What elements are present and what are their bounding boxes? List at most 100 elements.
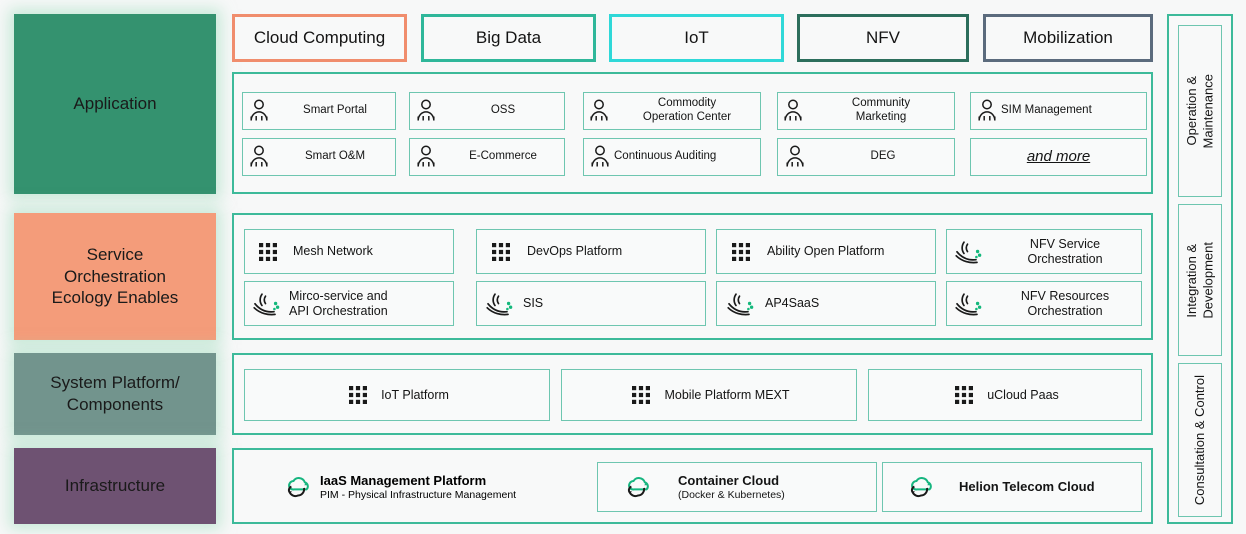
layer-block-service[interactable]: Service Orchestration Ecology Enables bbox=[14, 213, 216, 340]
wave-nodes-icon bbox=[947, 291, 989, 317]
infrastructure-items-panel: IaaS Management Platform PIM - Physical … bbox=[232, 448, 1153, 524]
category-box-cloud-computing[interactable]: Cloud Computing bbox=[232, 14, 407, 62]
rail-box-operation-maintenance[interactable]: Operation & Maintenance bbox=[1178, 25, 1222, 197]
app-card-continuous-auditing[interactable]: Continuous Auditing bbox=[583, 138, 761, 176]
app-card-label: OSS bbox=[490, 104, 516, 117]
person-icon bbox=[243, 145, 275, 169]
system-card-label: IoT Platform bbox=[381, 387, 449, 402]
infra-card-title: Container Cloud bbox=[678, 472, 780, 488]
app-card-and-more[interactable]: and more bbox=[970, 138, 1147, 176]
layer-block-infrastructure[interactable]: Infrastructure bbox=[14, 448, 216, 524]
service-card-label: Ability Open Platform bbox=[767, 244, 885, 259]
app-card-label: SIM Management bbox=[1001, 104, 1092, 117]
rail-label-consultation-control: Consultation & Control bbox=[1191, 374, 1207, 506]
rail-label-integration-development: Integration & Development bbox=[1183, 241, 1215, 319]
app-card-label: DEG bbox=[870, 150, 896, 163]
app-card-label: Smart Portal bbox=[303, 104, 367, 117]
wave-nodes-icon bbox=[245, 291, 287, 317]
infra-card-container-cloud[interactable]: Container Cloud (Docker & Kubernetes) bbox=[597, 462, 877, 512]
service-card-label: NFV Resources Orchestration bbox=[1020, 288, 1110, 318]
grid-dots-icon bbox=[717, 242, 765, 262]
system-card-label: uCloud Paas bbox=[987, 387, 1059, 402]
service-card-devops-platform[interactable]: DevOps Platform bbox=[476, 229, 706, 274]
person-icon bbox=[584, 99, 614, 123]
person-icon bbox=[778, 145, 812, 169]
category-label-nfv: NFV bbox=[866, 28, 900, 47]
category-box-nfv[interactable]: NFV bbox=[797, 14, 969, 62]
cloud-refresh-icon bbox=[598, 474, 676, 500]
service-items-panel: Mesh Network DevOps Platform bbox=[232, 213, 1153, 340]
grid-dots-icon bbox=[949, 385, 979, 405]
person-icon bbox=[975, 99, 999, 123]
grid-dots-icon bbox=[343, 385, 373, 405]
service-card-label: AP4SaaS bbox=[765, 296, 820, 311]
service-card-sis[interactable]: SIS bbox=[476, 281, 706, 326]
category-label-mobilization: Mobilization bbox=[1023, 28, 1113, 47]
cloud-refresh-icon bbox=[274, 474, 320, 500]
service-card-ap4saas[interactable]: AP4SaaS bbox=[716, 281, 936, 326]
infra-card-helion-telecom-cloud[interactable]: Helion Telecom Cloud bbox=[882, 462, 1142, 512]
layer-label-infrastructure: Infrastructure bbox=[64, 476, 166, 496]
wave-nodes-icon bbox=[717, 291, 763, 317]
app-card-deg[interactable]: DEG bbox=[777, 138, 955, 176]
infra-card-subtitle: (Docker & Kubernetes) bbox=[678, 488, 785, 501]
app-card-label: Continuous Auditing bbox=[614, 150, 717, 163]
wave-nodes-icon bbox=[477, 291, 521, 317]
system-card-mobile-platform-mext[interactable]: Mobile Platform MEXT bbox=[561, 369, 857, 421]
person-icon bbox=[243, 99, 275, 123]
layer-label-service: Service Orchestration Ecology Enables bbox=[51, 244, 179, 308]
application-items-panel: Smart Portal OSS bbox=[232, 72, 1153, 194]
category-box-mobilization[interactable]: Mobilization bbox=[983, 14, 1153, 62]
service-card-ability-open-platform[interactable]: Ability Open Platform bbox=[716, 229, 936, 274]
grid-dots-icon bbox=[245, 242, 291, 262]
app-card-label: and more bbox=[1026, 148, 1091, 166]
layer-label-application: Application bbox=[73, 94, 157, 114]
service-card-label: SIS bbox=[523, 296, 544, 311]
service-card-micro-service-api-orchestration[interactable]: Mirco-service and API Orchestration bbox=[244, 281, 454, 326]
wave-nodes-icon bbox=[947, 239, 989, 265]
app-card-community-marketing[interactable]: Community Marketing bbox=[777, 92, 955, 130]
app-card-smart-om[interactable]: Smart O&M bbox=[242, 138, 396, 176]
app-card-label: Commodity Operation Center bbox=[642, 97, 732, 123]
system-card-iot-platform[interactable]: IoT Platform bbox=[244, 369, 550, 421]
rail-label-operation-maintenance: Operation & Maintenance bbox=[1183, 73, 1215, 149]
service-card-label: Mirco-service and API Orchestration bbox=[289, 288, 388, 318]
right-rail-panel: Operation & Maintenance Integration & De… bbox=[1167, 14, 1233, 524]
person-icon bbox=[410, 99, 442, 123]
app-card-smart-portal[interactable]: Smart Portal bbox=[242, 92, 396, 130]
person-icon bbox=[778, 99, 808, 123]
app-card-label: E-Commerce bbox=[469, 150, 537, 163]
service-card-label: Mesh Network bbox=[293, 244, 373, 259]
system-card-label: Mobile Platform MEXT bbox=[664, 387, 790, 402]
app-card-commodity-operation-center[interactable]: Commodity Operation Center bbox=[583, 92, 761, 130]
system-items-panel: IoT Platform Mobile Platform MEXT bbox=[232, 353, 1153, 435]
app-card-oss[interactable]: OSS bbox=[409, 92, 565, 130]
category-box-iot[interactable]: IoT bbox=[609, 14, 784, 62]
service-card-mesh-network[interactable]: Mesh Network bbox=[244, 229, 454, 274]
person-icon bbox=[410, 145, 442, 169]
layer-block-application[interactable]: Application bbox=[14, 14, 216, 194]
layer-label-system: System Platform/ Components bbox=[50, 373, 180, 414]
infra-card-subtitle: PIM - Physical Infrastructure Management bbox=[320, 488, 517, 501]
infra-card-iaas-management-platform[interactable]: IaaS Management Platform PIM - Physical … bbox=[274, 464, 594, 510]
rail-box-integration-development[interactable]: Integration & Development bbox=[1178, 204, 1222, 356]
rail-box-consultation-control[interactable]: Consultation & Control bbox=[1178, 363, 1222, 517]
app-card-label: Smart O&M bbox=[304, 150, 366, 163]
service-card-label: DevOps Platform bbox=[527, 244, 623, 259]
service-card-nfv-service-orchestration[interactable]: NFV Service Orchestration bbox=[946, 229, 1142, 274]
cloud-refresh-icon bbox=[883, 474, 957, 500]
grid-dots-icon bbox=[477, 242, 525, 262]
person-icon bbox=[588, 145, 612, 169]
category-label-iot: IoT bbox=[684, 28, 709, 47]
app-card-sim-management[interactable]: SIM Management bbox=[970, 92, 1147, 130]
category-box-big-data[interactable]: Big Data bbox=[421, 14, 596, 62]
infra-card-title: IaaS Management Platform bbox=[320, 472, 487, 488]
category-label-cloud-computing: Cloud Computing bbox=[253, 28, 386, 47]
service-card-nfv-resources-orchestration[interactable]: NFV Resources Orchestration bbox=[946, 281, 1142, 326]
app-card-e-commerce[interactable]: E-Commerce bbox=[409, 138, 565, 176]
category-label-big-data: Big Data bbox=[475, 28, 542, 47]
system-card-ucloud-paas[interactable]: uCloud Paas bbox=[868, 369, 1142, 421]
layer-block-system[interactable]: System Platform/ Components bbox=[14, 353, 216, 435]
service-card-label: NFV Service Orchestration bbox=[1027, 236, 1103, 266]
